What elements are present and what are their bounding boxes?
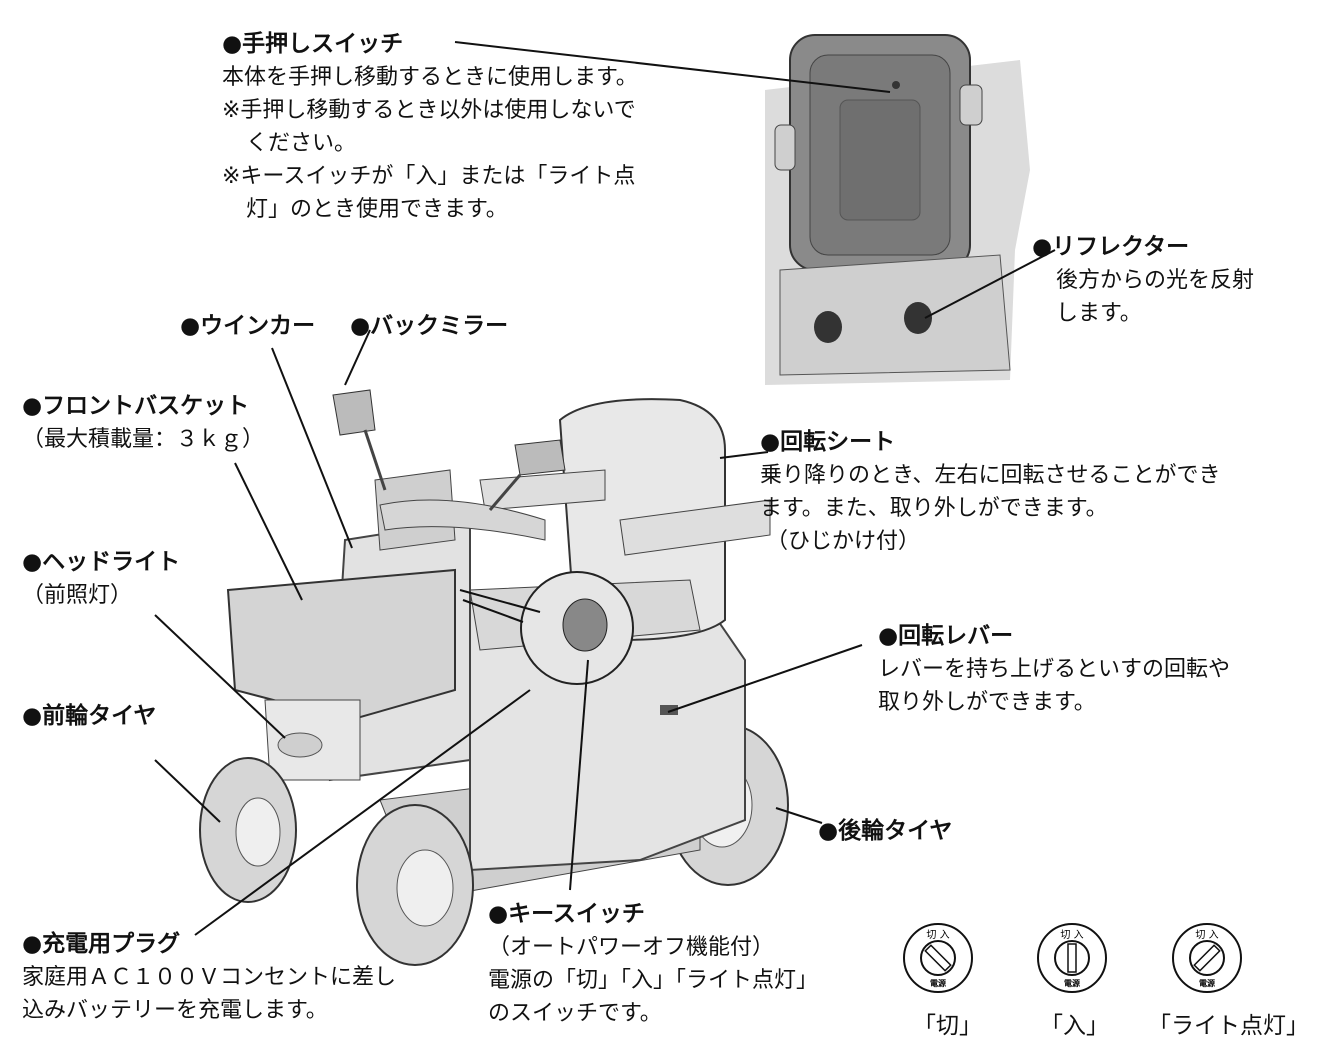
label-rotating-seat: ●回転シート 乗り降りのとき、左右に回転させることができ ます。また、取り外しが… bbox=[760, 426, 1220, 558]
reflector-title: ●リフレクター bbox=[1032, 234, 1190, 260]
key-caption-off: 「切」 bbox=[913, 1013, 982, 1039]
key-slot bbox=[1193, 944, 1221, 972]
label-key-switch: ●キースイッチ （オートパワーオフ機能付） 電源の「切」「入」「ライト点灯」 の… bbox=[488, 898, 818, 1030]
hand-push-title: ●手押しスイッチ bbox=[222, 31, 404, 57]
key-caption-on: 「入」 bbox=[1040, 1013, 1109, 1039]
key-line-3: のスイッチです。 bbox=[488, 1001, 662, 1026]
label-front-basket: ●フロントバスケット （最大積載量：３ｋｇ） bbox=[22, 390, 264, 456]
seat-title: ●回転シート bbox=[760, 429, 896, 455]
label-reflector: ●リフレクター 後方からの光を反射 します。 bbox=[1032, 231, 1254, 330]
hand-push-line-4: ※キースイッチが「入」または「ライト点 bbox=[222, 164, 636, 189]
key-line-1: （オートパワーオフ機能付） bbox=[488, 935, 775, 960]
label-rear-tire: ●後輪タイヤ bbox=[818, 818, 953, 844]
basket-title: ●フロントバスケット bbox=[22, 393, 250, 419]
key-dial-top-label: 切 入 bbox=[926, 929, 949, 941]
plug-line-2: 込みバッテリーを充電します。 bbox=[22, 998, 328, 1023]
key-dial-1: 切 入電源 bbox=[1037, 923, 1107, 993]
plug-line-1: 家庭用ＡＣ１００Ｖコンセントに差し bbox=[22, 965, 397, 990]
lever-title: ●回転レバー bbox=[878, 623, 1014, 649]
label-headlight: ●ヘッドライト （前照灯） bbox=[22, 546, 180, 612]
label-rotating-lever: ●回転レバー レバーを持ち上げるといすの回転や 取り外しができます。 bbox=[878, 620, 1230, 719]
label-mirror: ●バックミラー bbox=[350, 313, 509, 339]
hand-push-line-5: 灯」のとき使用できます。 bbox=[246, 197, 508, 222]
seat-line-1: 乗り降りのとき、左右に回転させることができ bbox=[760, 463, 1221, 488]
label-winker: ●ウインカー bbox=[180, 313, 316, 339]
headlight-line-1: （前照灯） bbox=[22, 583, 133, 608]
plug-title: ●充電用プラグ bbox=[22, 931, 181, 957]
hand-push-line-2: ※手押し移動するとき以外は使用しないで bbox=[222, 98, 636, 123]
reflector-line-2: します。 bbox=[1056, 301, 1142, 326]
lever-line-1: レバーを持ち上げるといすの回転や bbox=[878, 657, 1231, 682]
key-line-2: 電源の「切」「入」「ライト点灯」 bbox=[488, 968, 819, 993]
key-dial-top-label: 切 入 bbox=[1195, 929, 1218, 941]
hand-push-line-3: ください。 bbox=[246, 131, 357, 156]
key-slot bbox=[1067, 943, 1077, 973]
reflector-line-1: 後方からの光を反射 bbox=[1056, 268, 1255, 293]
key-title: ●キースイッチ bbox=[488, 901, 645, 927]
headlight-title: ●ヘッドライト bbox=[22, 549, 181, 575]
leader-lines bbox=[154, 41, 1056, 936]
key-dial-bottom-label: 電源 bbox=[1064, 978, 1080, 988]
label-hand-push-switch: ●手押しスイッチ 本体を手押し移動するときに使用します。 ※手押し移動するとき以… bbox=[222, 28, 638, 226]
key-dial-2: 切 入電源 bbox=[1172, 923, 1242, 993]
hand-push-line-1: 本体を手押し移動するときに使用します。 bbox=[222, 65, 638, 90]
key-dial-0: 切 入電源 bbox=[903, 923, 973, 993]
key-dial-bottom-label: 電源 bbox=[1199, 978, 1215, 988]
key-dial-top-label: 切 入 bbox=[1060, 929, 1083, 941]
label-charging-plug: ●充電用プラグ 家庭用ＡＣ１００Ｖコンセントに差し 込みバッテリーを充電します。 bbox=[22, 928, 396, 1027]
scooter-body bbox=[199, 389, 789, 966]
key-slot bbox=[924, 944, 952, 972]
key-dial-bottom-label: 電源 bbox=[930, 978, 946, 988]
seat-line-3: （ひじかけ付） bbox=[766, 529, 921, 554]
basket-line-1: （最大積載量：３ｋｇ） bbox=[22, 427, 265, 452]
seat-line-2: ます。また、取り外しができます。 bbox=[760, 496, 1108, 521]
label-front-tire: ●前輪タイヤ bbox=[22, 703, 157, 729]
key-caption-light: 「ライト点灯」 bbox=[1148, 1013, 1309, 1039]
lever-line-2: 取り外しができます。 bbox=[878, 690, 1096, 715]
rear-seat-inset bbox=[765, 34, 1030, 385]
